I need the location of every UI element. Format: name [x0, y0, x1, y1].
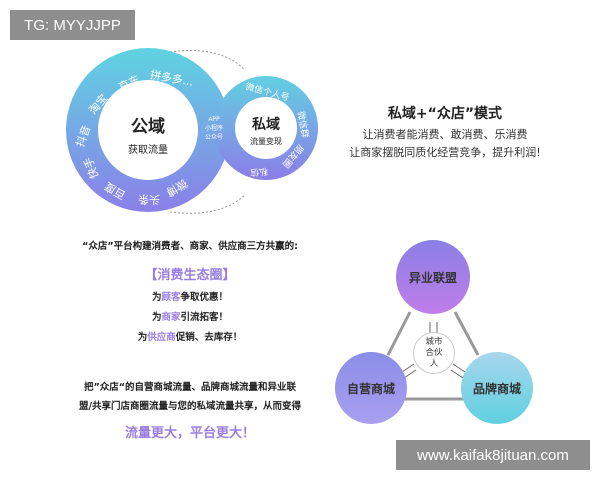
public-domain-center: 公域 获取流量 — [98, 80, 198, 180]
share-line2: 盟/共享门店商圈流量与您的私域流量共享，从而变得 — [79, 401, 301, 412]
private-domain-title: 私域 — [252, 117, 280, 133]
ecosystem-line-supplier: 为供应商促销、去库存！ — [137, 332, 243, 343]
headline: 私域+“众店”模式 让消费者能消费、敢消费、乐消费 让商家摆脱同质化经营竞争，提… — [340, 103, 550, 160]
share-line1: 把”众店“的自营商城流量、品牌商城流量和异业联 — [84, 382, 296, 393]
node-self-mall-label: 自营商城 — [346, 381, 395, 396]
node-alliance-label: 异业联盟 — [408, 270, 457, 285]
ecosystem-intro: “众店”平台构建消费者、商家、供应商三方共赢的: — [82, 241, 298, 252]
channel-toutiao: 头条 — [138, 193, 160, 206]
arrow-top-left — [386, 311, 412, 356]
public-domain-title: 公域 — [131, 117, 165, 137]
ecosystem-line-customer: 为顾客争取优惠！ — [151, 292, 229, 303]
headline-line2: 让商家摆脱同质化经营竞争，提升利润! — [349, 146, 541, 159]
node-city-partner: 城市合伙人 — [413, 332, 455, 374]
node-brand-mall-label: 品牌商城 — [472, 381, 521, 396]
private-domain-center: 私域 流量变现 — [235, 97, 297, 159]
watermark-bottom: www.kaifak8jituan.com — [396, 440, 590, 470]
channel-private-message: 私信 — [249, 165, 269, 177]
share-section: 把”众店“的自营商城流量、品牌商城流量和异业联 盟/共享门店商圈流量与您的私域流… — [40, 378, 340, 443]
node-alliance: 异业联盟 — [396, 240, 470, 314]
bridge-labels: APP 小程序 公众号 — [202, 115, 226, 142]
bridge-official-account: 公众号 — [204, 134, 223, 141]
private-domain-subtitle: 流量变现 — [250, 137, 282, 146]
ecosystem-line-merchant: 为商家引流拓客！ — [151, 312, 229, 323]
bridge-app: APP — [208, 116, 220, 123]
share-slogan: 流量更大，平台更大！ — [124, 426, 255, 441]
arrow-top-right — [453, 311, 480, 356]
node-brand-mall: 品牌商城 — [461, 352, 533, 424]
ecosystem-section: “众店”平台构建消费者、商家、供应商三方共赢的: 【消费生态圈】 为顾客争取优惠… — [40, 238, 340, 348]
headline-line1: 让消费者能消费、敢消费、乐消费 — [362, 128, 528, 141]
bridge-miniprogram: 小程序 — [204, 125, 223, 132]
node-self-mall: 自营商城 — [335, 352, 407, 424]
headline-title: 私域+“众店”模式 — [387, 106, 503, 122]
ecosystem-title: 【消费生态圈】 — [144, 268, 236, 283]
watermark-top: TG: MYYJJPP — [10, 10, 135, 40]
node-city-partner-label: 城市合伙人 — [425, 336, 443, 369]
public-domain-subtitle: 获取流量 — [128, 145, 168, 156]
